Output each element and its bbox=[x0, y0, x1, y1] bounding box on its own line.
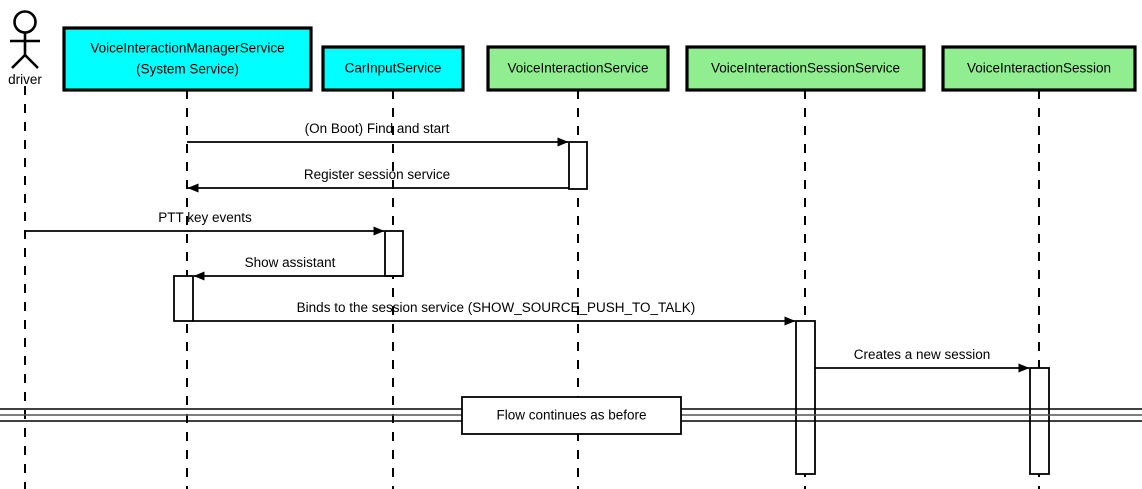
message-label-binds-session-service: Binds to the session service (SHOW_SOURC… bbox=[297, 300, 696, 315]
participant-vise[interactable]: VoiceInteractionSession bbox=[941, 45, 1137, 92]
divider-label-text: Flow continues as before bbox=[496, 408, 646, 423]
participant-label-vims-line2: (System Service) bbox=[136, 62, 239, 77]
message-show-assistant[interactable]: Show assistant bbox=[193, 255, 403, 281]
message-register-session-service[interactable]: Register session service bbox=[187, 167, 569, 193]
participant-cis[interactable]: CarInputService bbox=[321, 45, 465, 92]
activation-bar-vims-show bbox=[173, 275, 194, 322]
flow-divider: Flow continues as before bbox=[0, 396, 1142, 435]
message-label-creates-new-session: Creates a new session bbox=[854, 347, 991, 362]
message-label-register-session-service: Register session service bbox=[304, 167, 450, 182]
participant-box-vis[interactable] bbox=[486, 45, 670, 92]
actor-label-driver: driver bbox=[8, 72, 42, 87]
message-binds-session-service[interactable]: Binds to the session service (SHOW_SOURC… bbox=[193, 300, 796, 326]
participant-box-viss[interactable] bbox=[685, 45, 926, 92]
actor-leg-left-icon bbox=[11, 54, 26, 69]
participant-label-vims-line1: VoiceInteractionManagerService bbox=[90, 41, 284, 56]
actor-head-icon bbox=[13, 10, 37, 34]
message-label-show-assistant: Show assistant bbox=[245, 255, 336, 270]
participant-viss[interactable]: VoiceInteractionSessionService bbox=[685, 45, 926, 92]
participant-box-vims[interactable] bbox=[62, 26, 313, 92]
participant-vis[interactable]: VoiceInteractionService bbox=[486, 45, 670, 92]
message-label-ptt-key-events: PTT key events bbox=[158, 210, 252, 225]
message-on-boot[interactable]: (On Boot) Find and start bbox=[187, 121, 569, 147]
divider-label-box bbox=[461, 396, 682, 435]
message-label-on-boot: (On Boot) Find and start bbox=[305, 121, 450, 136]
actor-leg-right-icon bbox=[24, 54, 39, 69]
participant-box-vise[interactable] bbox=[941, 45, 1137, 92]
activation-bar-vis-boot bbox=[568, 141, 588, 190]
activation-bar-cis-ptt bbox=[384, 230, 404, 277]
participant-label-vise: VoiceInteractionSession bbox=[967, 61, 1111, 76]
activation-bars-group bbox=[173, 141, 1050, 475]
activation-bar-viss-bind bbox=[795, 320, 816, 475]
participant-vims[interactable]: VoiceInteractionManagerService (System S… bbox=[62, 26, 313, 92]
participant-label-viss: VoiceInteractionSessionService bbox=[711, 61, 900, 76]
participant-label-vis: VoiceInteractionService bbox=[507, 61, 648, 76]
actor-driver[interactable]: driver bbox=[8, 10, 42, 88]
message-creates-new-session[interactable]: Creates a new session bbox=[815, 347, 1030, 373]
participant-label-cis: CarInputService bbox=[345, 61, 442, 76]
participant-box-cis[interactable] bbox=[321, 45, 465, 92]
message-ptt-key-events[interactable]: PTT key events bbox=[25, 210, 385, 236]
